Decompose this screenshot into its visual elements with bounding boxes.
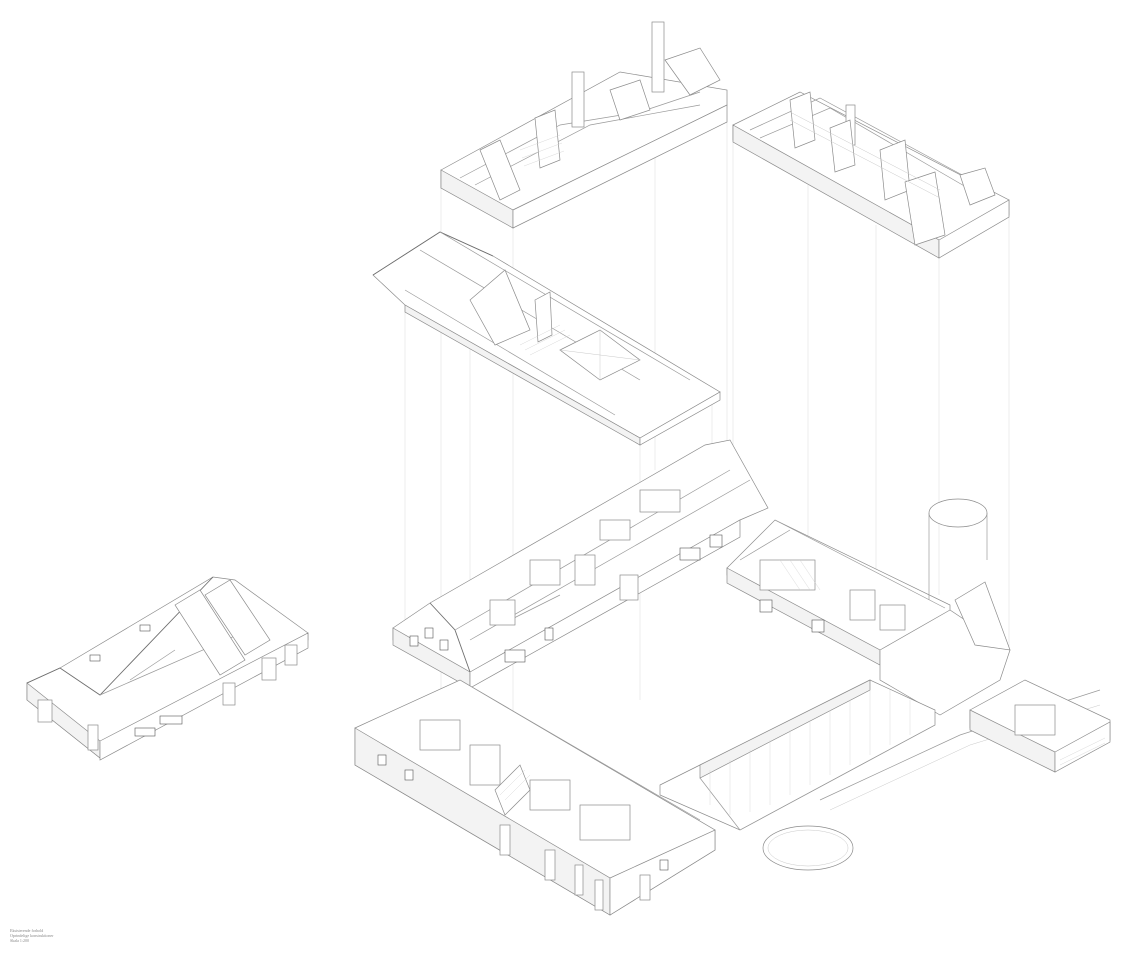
caption-scale: Skala 1:200 <box>10 938 29 943</box>
caption-title: Eksisterende forhold <box>10 928 44 933</box>
main-complex-upper-wing <box>392 439 769 689</box>
small-outbuilding <box>969 679 1111 773</box>
main-complex-lower-wing <box>354 679 716 916</box>
upper-roof-module-left <box>440 21 728 229</box>
caption-subtitle: Oprindelige konstruktioner <box>10 933 54 938</box>
separate-barn-building <box>26 576 309 761</box>
middle-roof-module <box>372 231 721 446</box>
drawing-caption: Eksisterende forhold Oprindelige konstru… <box>10 928 53 943</box>
main-complex-right-wing <box>726 498 1011 716</box>
main-complex-glazed-wing <box>659 679 936 831</box>
upper-roof-module-right <box>732 91 1010 259</box>
